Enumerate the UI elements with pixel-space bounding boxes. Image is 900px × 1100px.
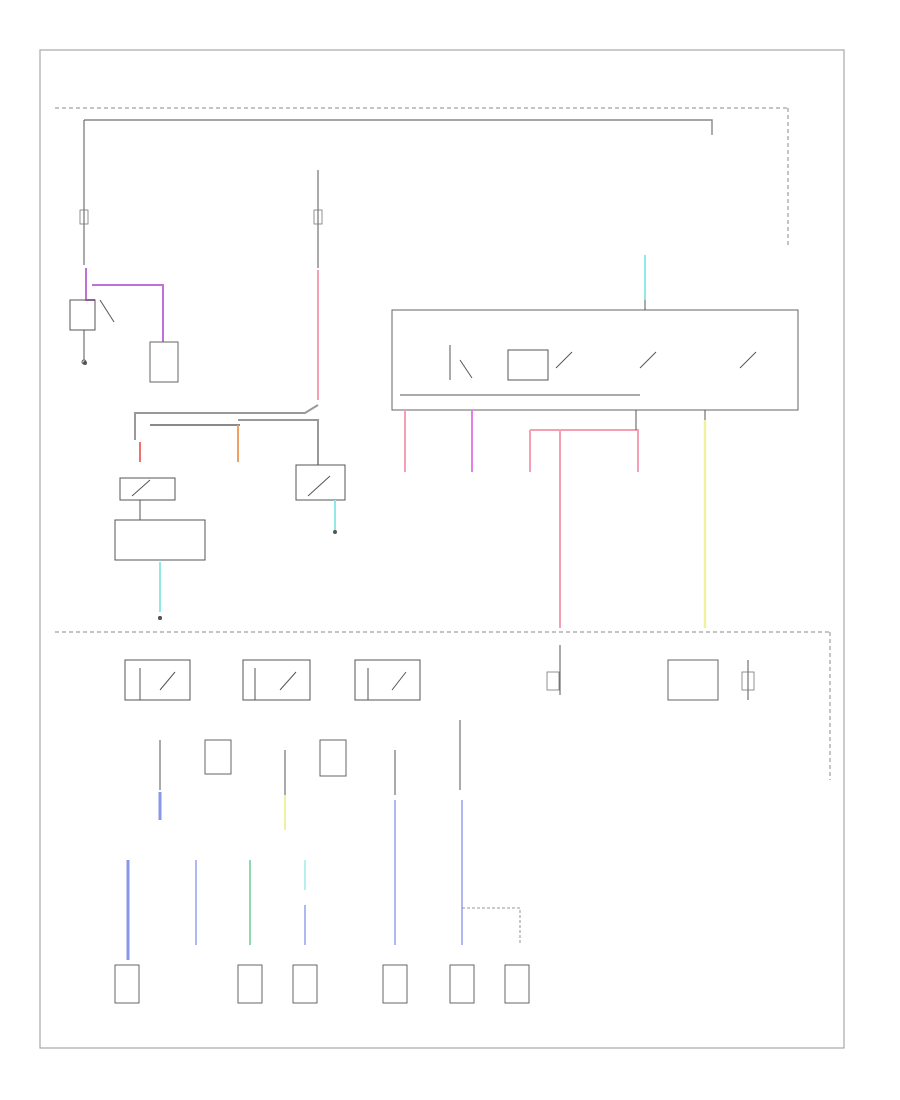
- bottom-component-4: [382, 964, 408, 1004]
- left-relay: [114, 477, 206, 620]
- module-internal-switches: [400, 345, 757, 396]
- control-module-box: [391, 309, 799, 411]
- ground-symbols: [83, 361, 337, 620]
- lower-fuse-group: [546, 645, 755, 701]
- upper-junction-boundary: [55, 107, 789, 245]
- wire-pink-out-3: [530, 429, 639, 472]
- bottom-component-3: [292, 964, 318, 1004]
- wire-gray-bus-2: [238, 419, 319, 465]
- bottom-component-2: [237, 964, 263, 1004]
- left-fuse-circuit: [69, 120, 164, 365]
- wire-violet-2: [92, 284, 164, 342]
- lower-junction-boundary: [55, 631, 831, 780]
- upper-bus-bar: [84, 119, 713, 135]
- lower-relay-2: [242, 659, 311, 701]
- bottom-component-1: [114, 964, 140, 1004]
- wire-blue-1: [126, 792, 162, 960]
- relay-component-1: [149, 341, 179, 383]
- center-fuse-circuit: [313, 170, 323, 400]
- lower-relay-1: [124, 659, 191, 701]
- lower-module: [667, 659, 719, 701]
- diagram-frame: [39, 49, 845, 1049]
- lower-fuse-row: [159, 720, 461, 795]
- bottom-component-6: [504, 964, 530, 1004]
- wire-dashed-8: [462, 907, 521, 945]
- wire-gray-bus: [134, 404, 319, 440]
- bottom-component-5: [449, 964, 475, 1004]
- center-relay: [295, 464, 346, 530]
- lower-relay-3: [354, 659, 421, 701]
